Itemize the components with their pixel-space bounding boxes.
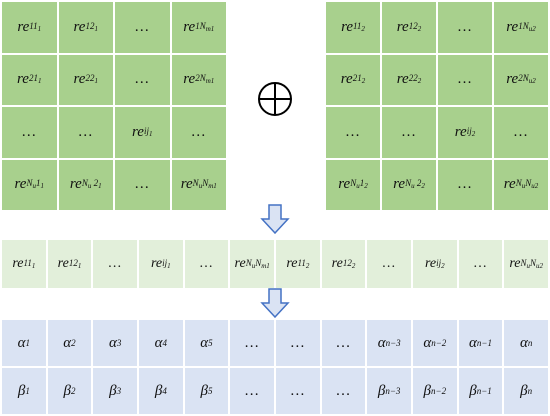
flat-row-cell: … <box>458 240 503 288</box>
left-matrix-cell: … <box>171 107 226 158</box>
left-matrix-cell: … <box>2 107 57 158</box>
xor-operator-icon <box>258 82 292 116</box>
left-matrix-cell: … <box>115 159 170 210</box>
right-matrix-cell: … <box>438 159 492 210</box>
down-arrow-icon <box>260 204 290 234</box>
right-matrix-cell: … <box>326 107 380 158</box>
right-matrix-cell: … <box>438 2 492 53</box>
left-matrix-cell: … <box>115 2 170 53</box>
coef-table-cell: … <box>230 320 274 366</box>
right-matrix-cell: … <box>494 107 548 158</box>
right-matrix-cell: … <box>382 107 436 158</box>
coef-table-cell: … <box>276 320 320 366</box>
flat-row-cell: … <box>184 240 229 288</box>
coef-table-cell: … <box>321 368 366 414</box>
left-matrix-cell: … <box>58 107 113 158</box>
coef-table-cell: … <box>230 368 274 414</box>
coef-table-cell: … <box>276 368 320 414</box>
right-matrix-cell: … <box>438 54 492 105</box>
coef-table-cell: … <box>321 320 366 366</box>
flat-row-cell: … <box>93 240 137 288</box>
flat-row-cell: … <box>367 240 411 288</box>
left-matrix-cell: … <box>115 54 170 105</box>
down-arrow-icon <box>260 288 290 318</box>
